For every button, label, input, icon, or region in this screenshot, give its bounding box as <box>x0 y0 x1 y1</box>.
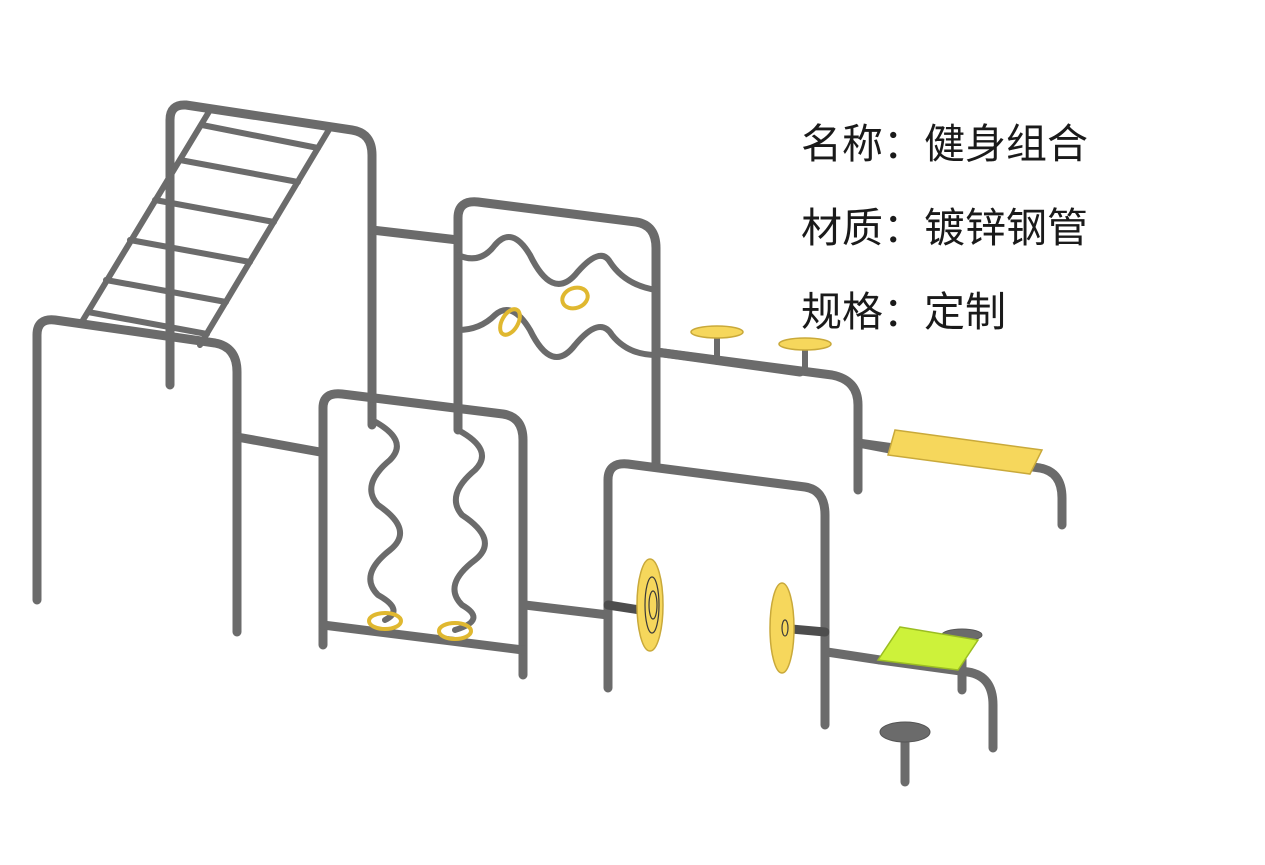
wheel-disc-right <box>769 582 795 674</box>
wave-ring-frame <box>453 197 661 470</box>
spiral-frame <box>318 389 528 680</box>
info-label: 材质： <box>801 204 924 252</box>
wheel-disc-left <box>636 558 664 652</box>
wheel-frame <box>603 459 830 730</box>
info-value: 定制 <box>924 288 1006 336</box>
twin-pedal-bar <box>651 325 863 495</box>
info-label: 规格： <box>801 288 924 336</box>
product-info: 名称：健身组合 材质：镀锌钢管 规格：定制 <box>801 102 1161 354</box>
info-line-spec: 规格：定制 <box>801 270 1161 354</box>
info-value: 镀锌钢管 <box>924 204 1088 252</box>
info-line-material: 材质：镀锌钢管 <box>801 186 1161 270</box>
situp-bench <box>853 429 1067 530</box>
info-label: 名称： <box>801 120 924 168</box>
seat-bench <box>875 626 998 787</box>
monkey-bars <box>32 100 377 637</box>
info-line-name: 名称：健身组合 <box>801 102 1161 186</box>
info-value: 健身组合 <box>924 120 1088 168</box>
